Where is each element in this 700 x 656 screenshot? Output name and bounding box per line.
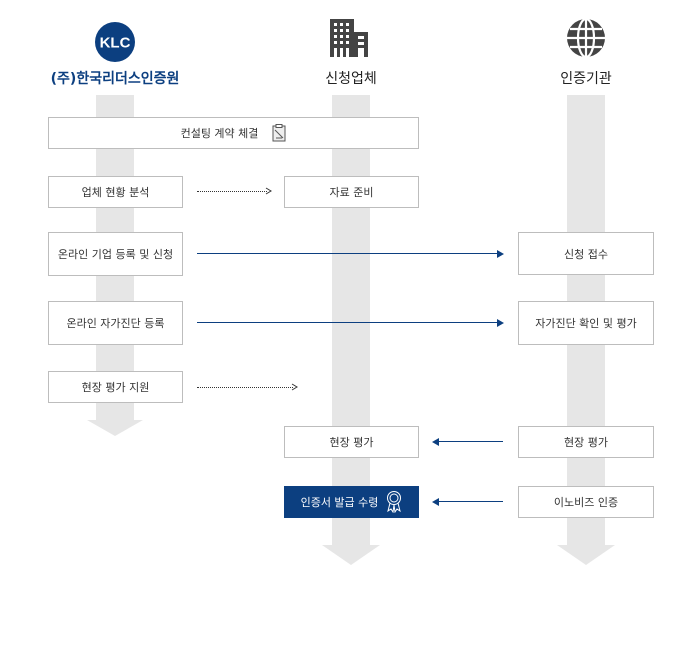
arrowhead <box>432 498 439 506</box>
arrow-selfdiag-selfcheck <box>197 322 499 323</box>
svg-text:KLC: KLC <box>100 35 131 52</box>
lane-company <box>332 95 370 545</box>
lane-klc-arrowhead <box>87 420 143 436</box>
arrowhead <box>497 319 504 327</box>
step-online-register: 온라인 기업 등록 및 신청 <box>48 232 183 276</box>
step-self-diagnosis: 온라인 자가진단 등록 <box>48 301 183 345</box>
step-site-support: 현장 평가 지원 <box>48 371 183 403</box>
step-receive: 신청 접수 <box>518 232 654 275</box>
step-cert-receive-label: 인증서 발급 수령 <box>300 496 379 509</box>
step-site-eval-agency: 현장 평가 <box>518 426 654 458</box>
arrow-site-eval-back <box>437 441 503 442</box>
step-contract-label: 컨설팅 계약 체결 <box>180 127 259 140</box>
step-prepare: 자료 준비 <box>284 176 419 208</box>
clipboard-icon <box>272 124 286 142</box>
globe-icon <box>567 18 605 58</box>
arrow-cert-back <box>437 501 503 502</box>
dotted-arrow-site-support <box>197 387 293 388</box>
arrowhead <box>497 250 504 258</box>
building-icon <box>330 19 368 57</box>
step-cert-receive: 인증서 발급 수령 <box>284 486 419 518</box>
award-ribbon-icon <box>387 491 402 513</box>
step-innobiz: 이노비즈 인증 <box>518 486 654 518</box>
dotted-arrow-analysis-prepare <box>197 191 267 192</box>
klc-logo: KLC <box>95 22 135 62</box>
arrowhead <box>432 438 439 446</box>
step-self-check: 자가진단 확인 및 평가 <box>518 301 654 345</box>
step-site-eval-company: 현장 평가 <box>284 426 419 458</box>
arrowhead <box>291 383 298 391</box>
step-contract: 컨설팅 계약 체결 <box>48 117 419 149</box>
agency-title: 인증기관 <box>560 71 612 87</box>
arrowhead <box>265 187 272 195</box>
step-analysis: 업체 현황 분석 <box>48 176 183 208</box>
klc-title: (주)한국리더스인증원 <box>50 71 180 87</box>
company-title: 신청업체 <box>325 71 377 87</box>
lane-agency-arrowhead <box>557 545 615 565</box>
lane-company-arrowhead <box>322 545 380 565</box>
arrow-register-receive <box>197 253 499 254</box>
